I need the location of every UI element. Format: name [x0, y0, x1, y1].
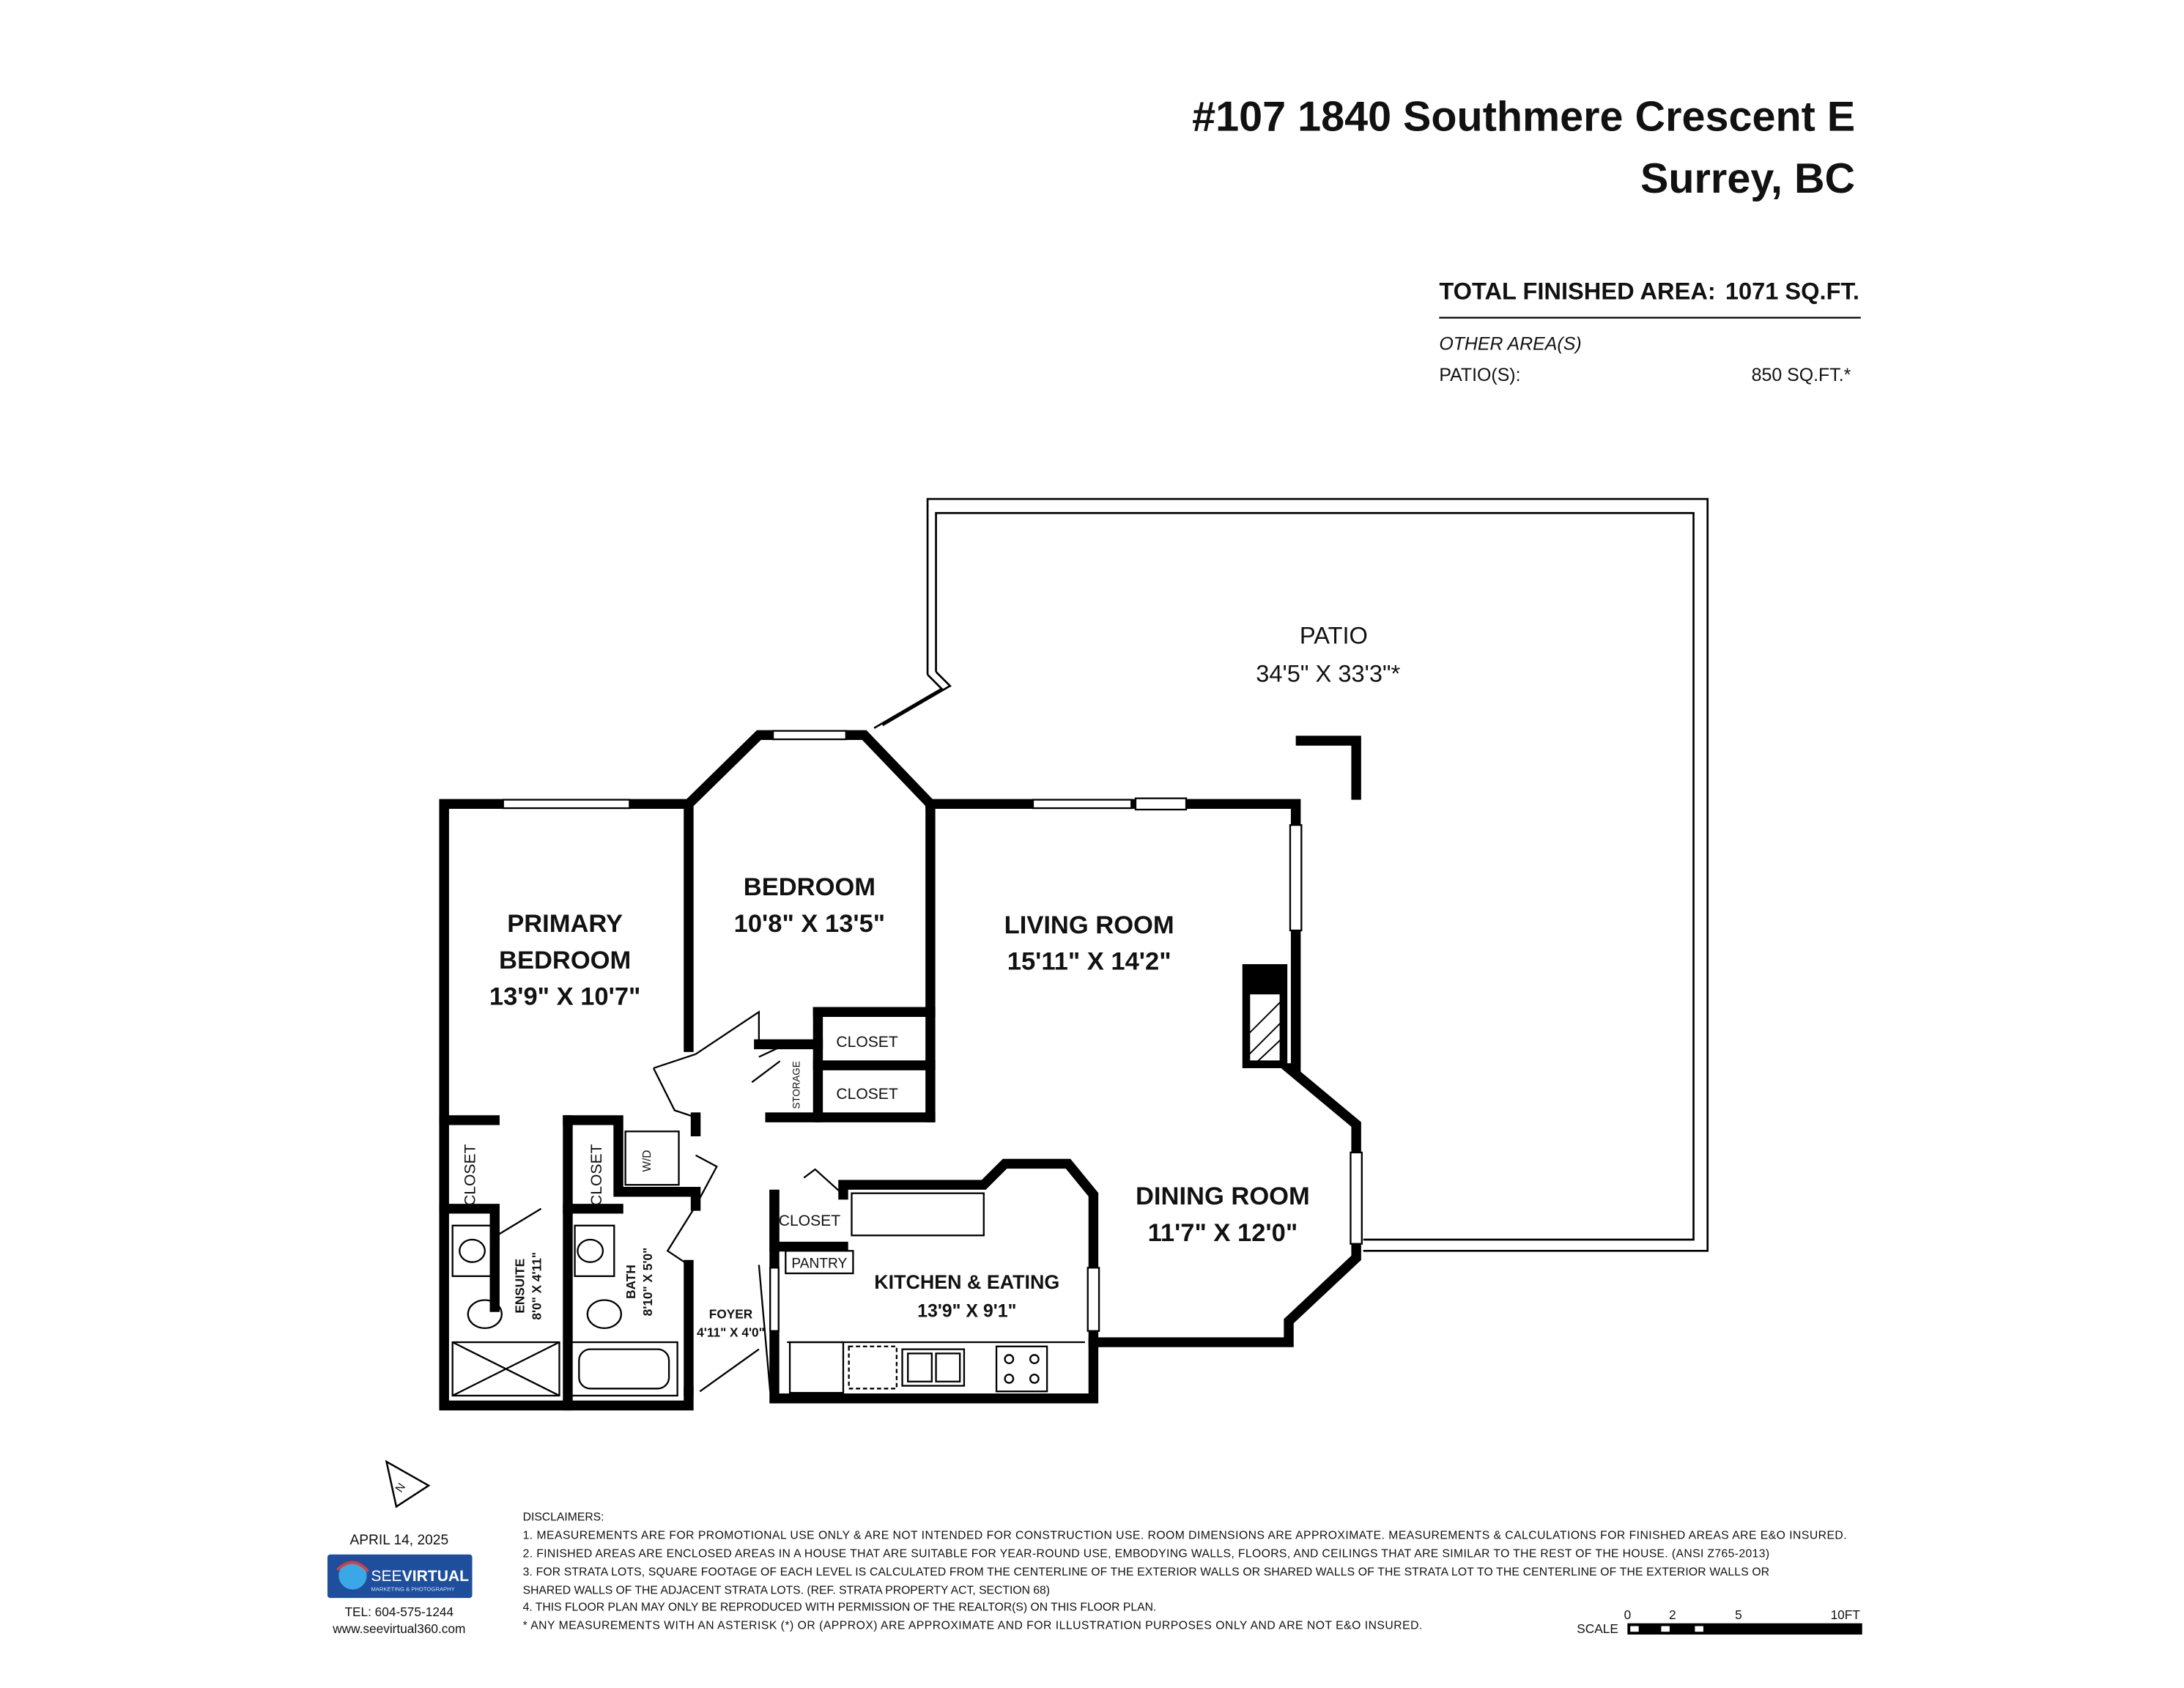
svg-text:0: 0 — [1624, 1607, 1632, 1622]
bedroom-dims: 10'8" X 13'5" — [734, 910, 886, 938]
pantry-label: PANTRY — [791, 1256, 847, 1271]
bedroom-label: BEDROOM — [744, 873, 876, 901]
plan-date: APRIL 14, 2025 — [349, 1533, 448, 1548]
svg-text:SCALE: SCALE — [1577, 1621, 1618, 1636]
svg-text:MARKETING & PHOTOGRAPHY: MARKETING & PHOTOGRAPHY — [371, 1586, 454, 1593]
dining-room-dims: 11'7" X 12'0" — [1148, 1219, 1298, 1247]
wd-label: W/D — [641, 1150, 654, 1172]
svg-text:3. FOR STRATA LOTS, SQUARE FOO: 3. FOR STRATA LOTS, SQUARE FOOTAGE OF EA… — [523, 1566, 1770, 1578]
ensuite-dims: 8'0" X 4'11" — [530, 1252, 544, 1320]
fixtures — [451, 1010, 1085, 1397]
patio-corner-marker — [1295, 736, 1361, 800]
svg-text:5: 5 — [1735, 1607, 1742, 1622]
closet-label-kitchen: CLOSET — [779, 1213, 841, 1229]
closet-label-bath: CLOSET — [588, 1144, 605, 1206]
contact-website[interactable]: www.seevirtual360.com — [332, 1621, 465, 1636]
patio-dims: 34'5" X 33'3"* — [1256, 659, 1400, 686]
disclaimers: DISCLAIMERS: 1. MEASUREMENTS ARE FOR PRO… — [523, 1511, 1847, 1632]
patio-label: PATIO — [1300, 622, 1368, 649]
svg-text:* ANY MEASUREMENTS WITH AN AST: * ANY MEASUREMENTS WITH AN ASTERISK (*) … — [523, 1619, 1423, 1632]
foyer-dims: 4'11" X 4'0" — [697, 1325, 765, 1339]
address-line-2: Surrey, BC — [1640, 155, 1855, 202]
svg-text:DISCLAIMERS:: DISCLAIMERS: — [523, 1511, 604, 1524]
primary-bedroom-label-2: BEDROOM — [499, 947, 631, 974]
svg-text:2: 2 — [1669, 1607, 1676, 1622]
svg-text:10FT: 10FT — [1831, 1607, 1861, 1622]
windows — [502, 730, 1363, 1332]
total-area-value: 1071 SQ.FT. — [1725, 278, 1859, 305]
living-room-label: LIVING ROOM — [1004, 911, 1174, 939]
patio-area-label: PATIO(S): — [1439, 365, 1520, 385]
ensuite-label: ENSUITE — [513, 1259, 528, 1314]
seevirtual-logo: SEEVIRTUAL MARKETING & PHOTOGRAPHY — [327, 1554, 473, 1599]
primary-bedroom-label-1: PRIMARY — [507, 910, 623, 938]
svg-text:SHARED WALLS OF THE ADJACENT S: SHARED WALLS OF THE ADJACENT STRATA LOTS… — [523, 1584, 1050, 1596]
bath-dims: 8'10" X 5'0" — [640, 1248, 655, 1317]
other-areas-label: OTHER AREA(S) — [1439, 334, 1581, 355]
dining-room-label: DINING ROOM — [1136, 1182, 1310, 1210]
svg-text:SEEVIRTUAL: SEEVIRTUAL — [371, 1568, 469, 1585]
total-area-label: TOTAL FINISHED AREA: — [1439, 278, 1715, 305]
scale-bar: SCALE 0 2 5 10FT — [1577, 1607, 1862, 1636]
bath-label: BATH — [623, 1265, 638, 1299]
living-room-dims: 15'11" X 14'2" — [1007, 948, 1171, 976]
kitchen-dims: 13'9" X 9'1" — [917, 1300, 1016, 1321]
closet-label-bedroom-1: CLOSET — [836, 1034, 898, 1051]
contact-phone: TEL: 604-575-1244 — [344, 1604, 454, 1619]
walls — [439, 730, 1361, 1411]
address-line-1: #107 1840 Southmere Crescent E — [1192, 93, 1855, 140]
foyer-label: FOYER — [709, 1306, 753, 1321]
closet-label-primary: CLOSET — [462, 1144, 478, 1206]
svg-text:4. THIS FLOOR PLAN MAY ONLY BE: 4. THIS FLOOR PLAN MAY ONLY BE REPRODUCE… — [523, 1601, 1157, 1613]
fireplace-icon — [1242, 964, 1288, 1068]
closet-label-bedroom-2: CLOSET — [836, 1086, 898, 1103]
svg-text:2. FINISHED AREAS ARE ENCLOSED: 2. FINISHED AREAS ARE ENCLOSED AREAS IN … — [523, 1548, 1770, 1561]
svg-text:1. MEASUREMENTS ARE FOR PROMOT: 1. MEASUREMENTS ARE FOR PROMOTIONAL USE … — [523, 1530, 1847, 1542]
patio-outline — [873, 497, 1709, 1252]
primary-bedroom-dims: 13'9" X 10'7" — [489, 983, 641, 1011]
patio-area-value: 850 SQ.FT.* — [1752, 365, 1851, 385]
north-arrow-icon: N — [385, 1459, 431, 1509]
storage-label: STORAGE — [791, 1061, 802, 1108]
kitchen-label: KITCHEN & EATING — [874, 1271, 1059, 1293]
